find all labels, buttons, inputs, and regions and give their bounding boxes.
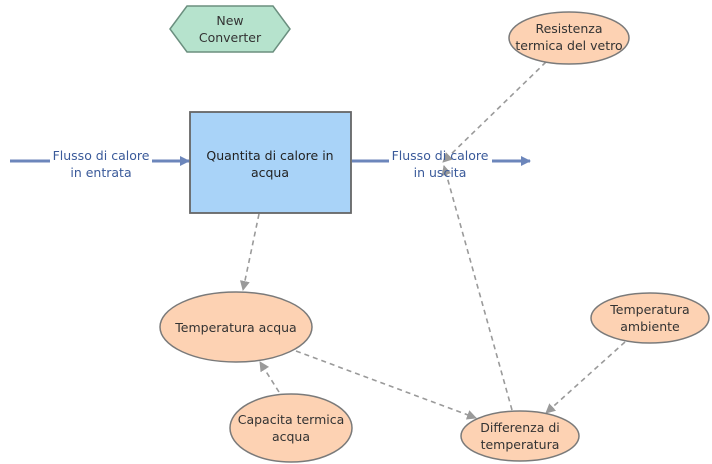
aux-temperatura-acqua[interactable]	[159, 291, 313, 363]
aux-temperatura-acqua-label: Temperatura acqua	[174, 320, 296, 335]
stock-label-line2: acqua	[251, 165, 289, 180]
link-resistenza-to-outflow[interactable]	[442, 61, 547, 163]
converter-label-line1: New	[216, 13, 243, 28]
link-temperatura-ambiente-to-differenza[interactable]	[545, 341, 626, 414]
link-capacita-to-temperatura-acqua[interactable]	[259, 361, 280, 393]
new-converter-hexagon[interactable]	[169, 5, 291, 53]
aux-differenza-temperatura[interactable]	[460, 410, 580, 462]
link-differenza-to-outflow[interactable]	[441, 165, 513, 411]
aux-resistenza-termica[interactable]	[508, 11, 630, 65]
aux-temperatura-ambiente-line1: Temperatura	[609, 302, 689, 317]
aux-differenza-line1: Differenza di	[480, 420, 559, 435]
outflow-label-line2[interactable]: in uscita	[414, 165, 467, 180]
link-stock-to-temperatura-acqua[interactable]	[239, 213, 260, 291]
converter-label-line2: Converter	[199, 30, 262, 45]
stock-quantita-di-calore[interactable]	[189, 111, 352, 214]
outflow-label-line1[interactable]: Flusso di calore	[392, 148, 489, 163]
inflow-label-line1[interactable]: Flusso di calore	[53, 148, 150, 163]
aux-capacita-termica[interactable]	[229, 393, 353, 463]
aux-differenza-line2: temperatura	[481, 437, 560, 452]
aux-capacita-line1: Capacita termica	[238, 412, 345, 427]
aux-temperatura-ambiente[interactable]	[590, 292, 710, 344]
inflow-label-line2[interactable]: in entrata	[70, 165, 131, 180]
aux-temperatura-ambiente-line2: ambiente	[620, 319, 680, 334]
aux-resistenza-line2: termica del vetro	[515, 38, 622, 53]
stock-label-line1: Quantita di calore in	[206, 148, 333, 163]
aux-resistenza-line1: Resistenza	[535, 21, 602, 36]
aux-capacita-line2: acqua	[272, 429, 310, 444]
